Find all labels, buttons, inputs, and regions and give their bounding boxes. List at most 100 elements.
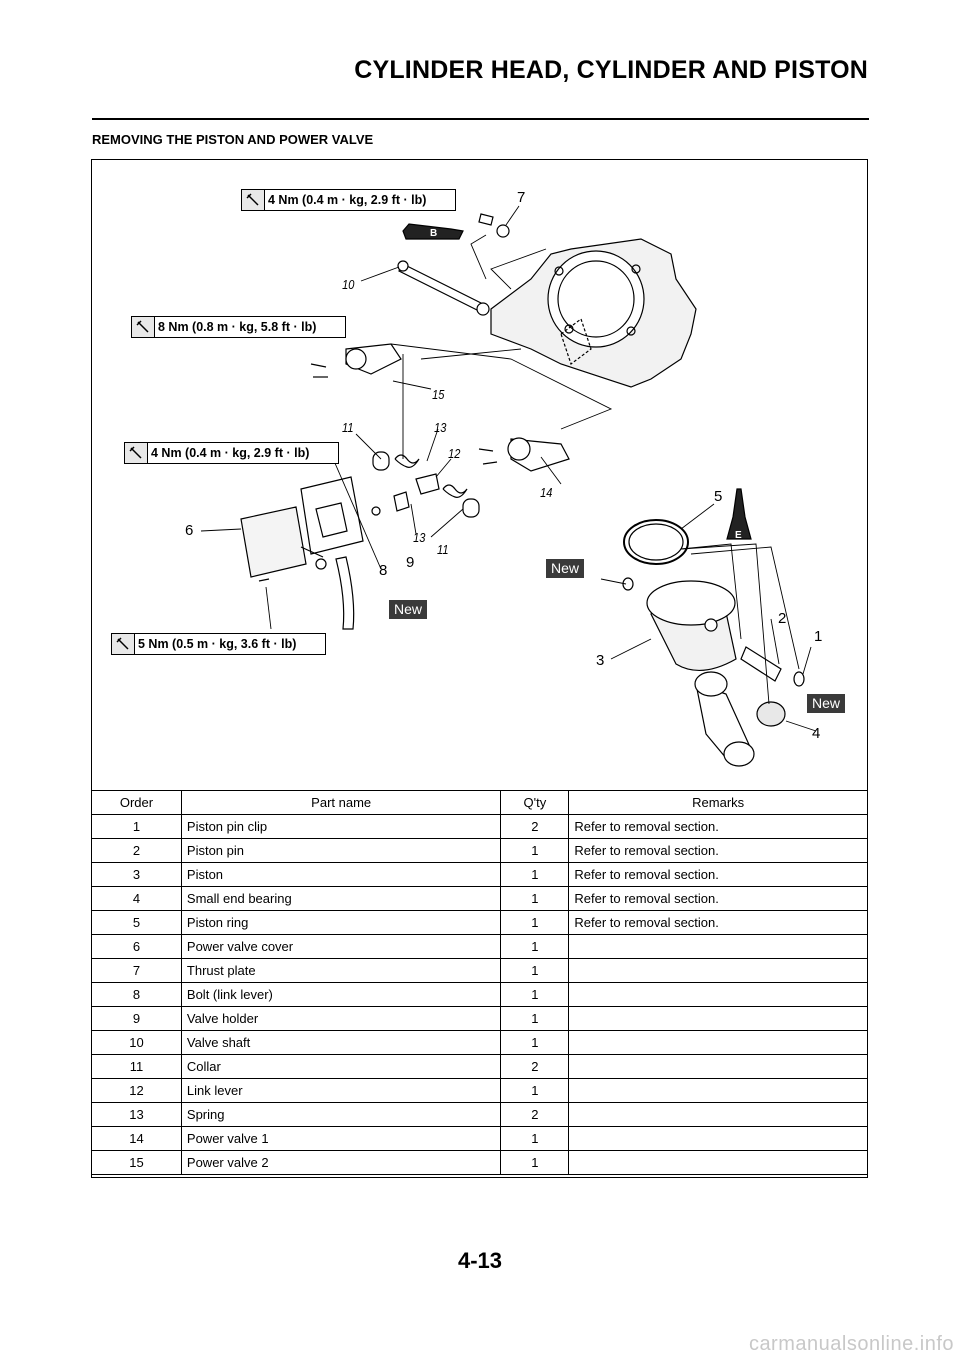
cell-qty: 2 [500,1054,570,1079]
torque-spec-text: 8 Nm (0.8 m · kg, 5.8 ft · lb) [158,320,317,334]
callout-9: 9 [406,554,415,571]
cell-part-name: Power valve 2 [180,1150,502,1175]
torque-wrench-icon [242,190,265,210]
cell-order: 8 [91,982,182,1007]
cell-order: 7 [91,958,182,983]
link-lever-part [415,473,440,495]
cell-part-name: Thrust plate [180,958,502,983]
callout-4: 4 [812,725,821,742]
callout-12: 12 [448,446,461,461]
cell-part-name: Piston pin [180,838,502,863]
cell-part-name: Valve shaft [180,1030,502,1055]
torque-spec-text: 5 Nm (0.5 m · kg, 3.6 ft · lb) [138,637,297,651]
callout-7: 7 [517,189,526,206]
valve-shaft-part [398,263,484,312]
table-header-row: Order Part name Q'ty Remarks [91,790,868,815]
torque-wrench-icon [132,317,155,337]
new-tag-piston-clip-right: New [807,694,846,713]
torque-spec-text: 4 Nm (0.4 m · kg, 2.9 ft · lb) [151,446,310,460]
new-tag-piston-clip-left: New [546,559,585,578]
header-qty: Q'ty [500,790,570,815]
cell-remarks [568,1102,868,1127]
cell-remarks [568,1006,868,1031]
cell-part-name: Spring [180,1102,502,1127]
header-order: Order [91,790,182,815]
watermark-text[interactable]: carmanualsonline.info [748,1333,954,1355]
content-frame [91,159,868,1178]
hose-part [335,556,355,630]
cell-remarks: Refer to removal section. [568,862,868,887]
cell-remarks [568,1126,868,1151]
callout-8: 8 [379,562,388,579]
cell-order: 5 [91,910,182,935]
cell-order: 11 [91,1054,182,1079]
piston-ring-part [623,519,689,565]
lube-e-icon [726,488,752,540]
cell-qty: 1 [500,982,570,1007]
callout-15: 15 [432,387,445,402]
callout-14: 14 [540,485,553,500]
lube-b-label: B [430,228,438,239]
header-part-name: Part name [180,790,502,815]
cell-qty: 2 [500,814,570,839]
power-valve-cover-part [240,506,307,578]
cell-qty: 1 [500,958,570,983]
cell-qty: 1 [500,1126,570,1151]
cell-remarks [568,1150,868,1175]
piston-pin-part [740,646,782,682]
callout-13-upper: 13 [434,420,447,435]
cell-qty: 1 [500,1006,570,1031]
torque-spec-thrust-plate: 4 Nm (0.4 m · kg, 2.9 ft · lb) [241,189,456,211]
callout-13-lower: 13 [413,530,426,545]
gasket-part [300,476,364,555]
cell-qty: 2 [500,1102,570,1127]
cell-part-name: Bolt (link lever) [180,982,502,1007]
cell-order: 15 [91,1150,182,1175]
callout-5: 5 [714,488,723,505]
exploded-diagram: 4 Nm (0.4 m · kg, 2.9 ft · lb) 8 Nm (0.8… [91,159,868,791]
small-end-bearing-part [756,701,786,727]
cell-remarks: Refer to removal section. [568,814,868,839]
cell-order: 4 [91,886,182,911]
cell-order: 14 [91,1126,182,1151]
cylinder-bore [547,250,645,348]
cell-qty: 1 [500,910,570,935]
cell-order: 9 [91,1006,182,1031]
torque-spec-cover: 5 Nm (0.5 m · kg, 3.6 ft · lb) [111,633,326,655]
cell-order: 1 [91,814,182,839]
callout-1: 1 [814,628,823,645]
cell-qty: 1 [500,1030,570,1055]
torque-spec-link-lever: 4 Nm (0.4 m · kg, 2.9 ft · lb) [124,442,339,464]
torque-spec-text: 4 Nm (0.4 m · kg, 2.9 ft · lb) [268,193,427,207]
cell-part-name: Piston [180,862,502,887]
torque-wrench-icon [125,443,148,463]
cell-order: 12 [91,1078,182,1103]
cell-part-name: Valve holder [180,1006,502,1031]
page-title: CYLINDER HEAD, CYLINDER AND PISTON [354,56,868,84]
spring-upper [394,454,420,468]
cell-order: 6 [91,934,182,959]
cell-part-name: Piston ring [180,910,502,935]
cell-remarks [568,1030,868,1055]
cell-part-name: Collar [180,1054,502,1079]
lube-b-icon [402,223,464,240]
collar-lower [462,498,480,518]
cell-part-name: Piston pin clip [180,814,502,839]
cell-order: 10 [91,1030,182,1055]
callout-10: 10 [342,277,355,292]
callout-11-upper: 11 [342,420,354,435]
cell-remarks: Refer to removal section. [568,910,868,935]
callout-11-lower: 11 [437,542,449,557]
header-remarks: Remarks [568,790,868,815]
